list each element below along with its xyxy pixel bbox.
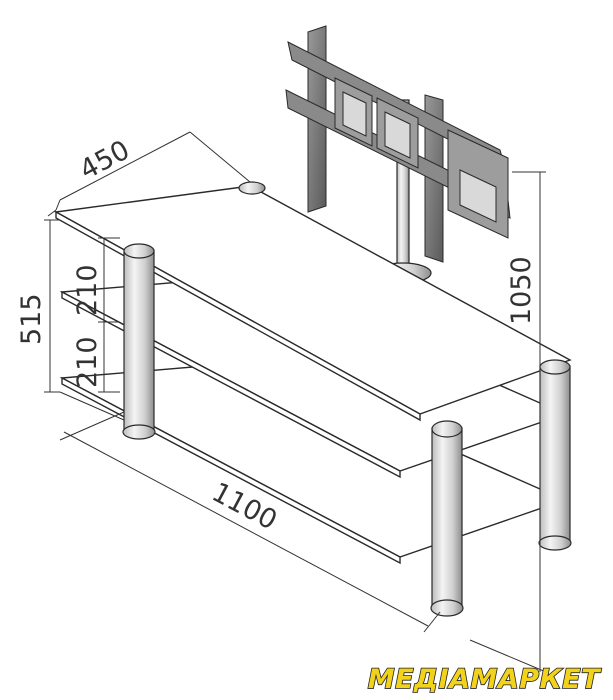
label-depth: 450: [75, 135, 135, 187]
leg-back-left: [238, 181, 266, 195]
dimension-width: [59, 411, 441, 633]
label-shelf-gap-top: 210: [72, 264, 103, 316]
label-shelf-gap-bottom: 210: [72, 336, 103, 388]
mount-panel-6: [384, 111, 411, 159]
leg-front-left: [122, 243, 156, 440]
leg-front-right: [430, 420, 464, 617]
dimension-total-height: [469, 171, 547, 673]
leg-back-right: [538, 359, 572, 551]
label-height: 515: [16, 293, 47, 345]
mount-panel-4: [459, 169, 497, 223]
mount-panel-5: [342, 91, 367, 137]
brand-logo: МЕДІАМАРКЕТ: [368, 664, 602, 695]
tv-mount-bracket: [285, 25, 511, 284]
label-total-height: 1050: [506, 256, 537, 325]
dimension-height: [44, 219, 125, 421]
dimension-depth: [47, 131, 251, 217]
